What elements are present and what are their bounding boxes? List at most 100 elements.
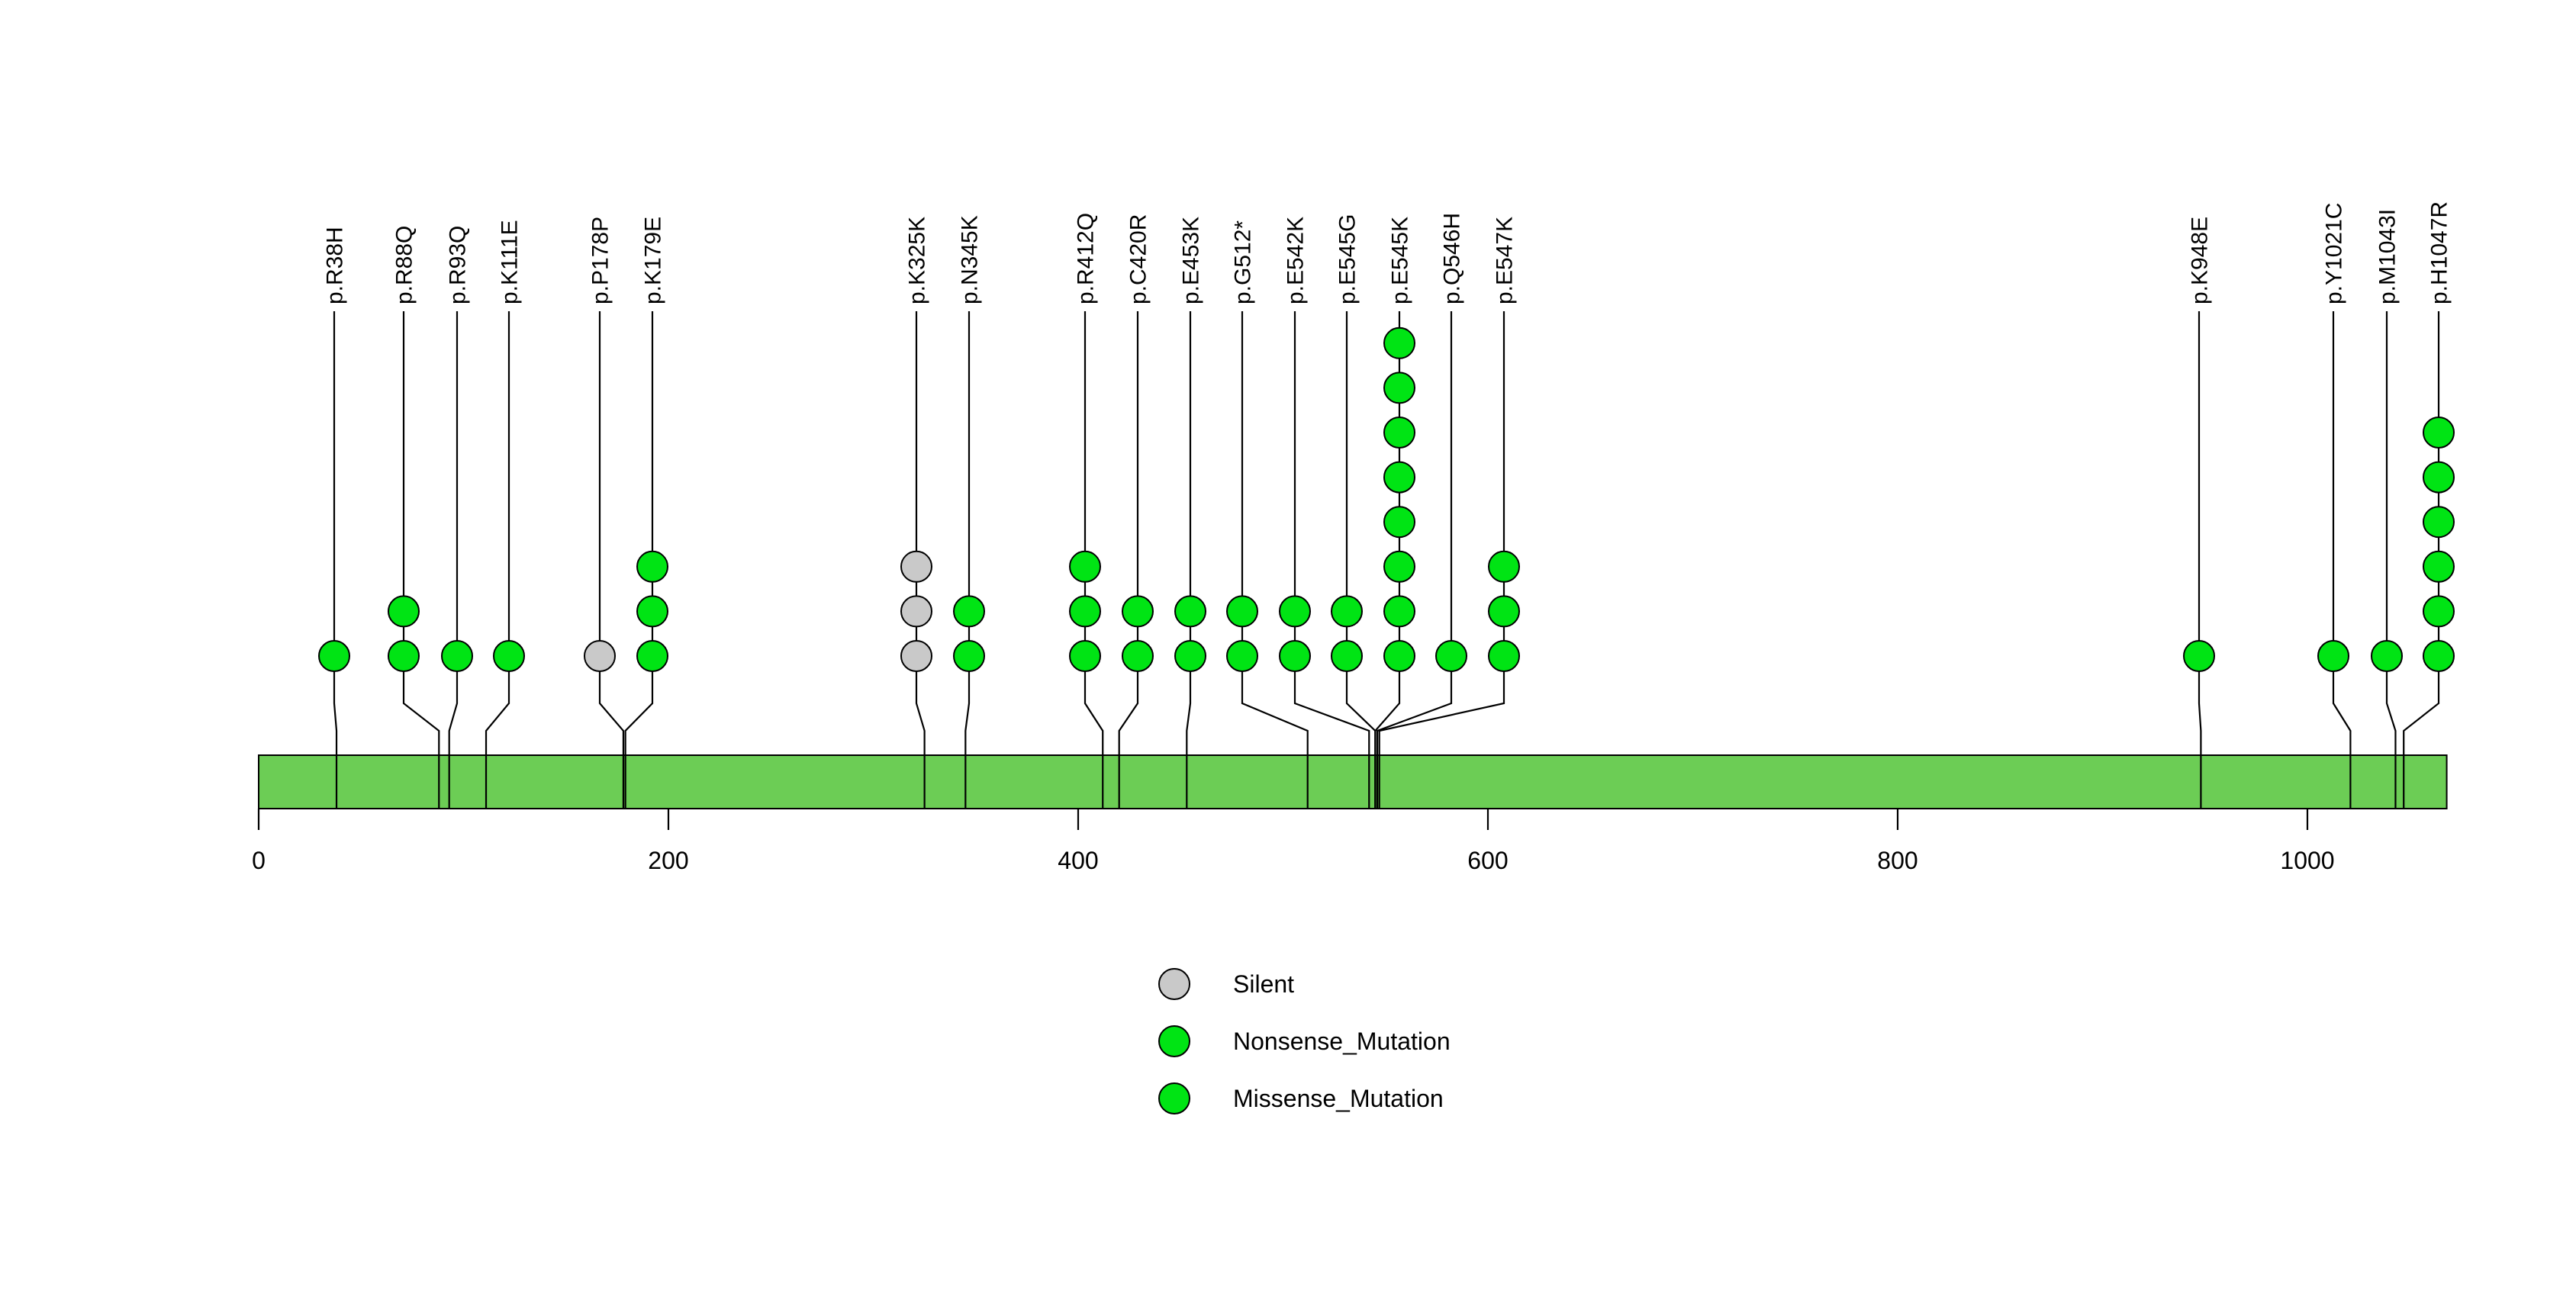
mutation-circle <box>900 550 932 583</box>
mutation-circle <box>2317 640 2349 672</box>
mutation-circle <box>1383 326 1415 359</box>
mutation-circle <box>388 595 420 628</box>
axis-tick-label: 1000 <box>2280 847 2334 874</box>
legend-label: Silent <box>1233 970 1294 998</box>
mutation-circle <box>2423 595 2455 628</box>
circles-layer <box>318 326 2455 672</box>
mutation-circle <box>318 640 350 672</box>
mutation-circle <box>1383 417 1415 449</box>
mutation-stem <box>1345 311 1377 809</box>
mutation-stem <box>1186 311 1192 809</box>
mutation-label: p.C420R <box>1126 214 1151 304</box>
mutation-circle <box>1279 640 1311 672</box>
mutation-circle <box>1383 550 1415 583</box>
mutation-label: p.Q546H <box>1440 213 1465 304</box>
mutation-label: p.H1047R <box>2427 201 2452 304</box>
mutation-label: p.E453K <box>1179 217 1204 304</box>
axis-tick-label: 800 <box>1877 847 1918 874</box>
mutation-stem <box>448 311 459 809</box>
legend-label: Nonsense_Mutation <box>1233 1028 1451 1055</box>
mutation-stem <box>624 311 654 809</box>
mutation-circle <box>1069 640 1101 672</box>
mutation-circle <box>2423 417 2455 449</box>
mutation-circle <box>1383 640 1415 672</box>
mutation-circle <box>953 640 985 672</box>
mutation-circle <box>1069 595 1101 628</box>
mutation-label: p.M1043I <box>2375 209 2401 304</box>
mutation-circle <box>1226 595 1258 628</box>
mutation-label: p.E542K <box>1283 217 1309 304</box>
mutation-circle <box>1435 640 1467 672</box>
mutation-circle <box>2183 640 2215 672</box>
mutation-circle <box>493 640 525 672</box>
legend-swatch-silent <box>1158 968 1190 1000</box>
mutation-stem <box>1118 311 1139 809</box>
mutation-circle <box>1331 640 1363 672</box>
mutation-circle <box>1383 506 1415 539</box>
mutation-label: p.E547K <box>1492 217 1518 304</box>
mutation-circle <box>1174 640 1206 672</box>
mutation-circle <box>1488 595 1520 628</box>
mutation-stem <box>964 311 971 809</box>
mutation-circle <box>584 640 616 672</box>
mutation-label: p.K179E <box>641 217 666 304</box>
mutation-circle <box>1331 595 1363 628</box>
mutation-circle <box>900 640 932 672</box>
legend-swatch-missense_mutation <box>1158 1082 1190 1114</box>
mutation-stem <box>915 311 926 809</box>
mutation-circle <box>2423 640 2455 672</box>
mutation-circle <box>1383 595 1415 628</box>
labels-layer: p.R38H p.R88Q p.R93Q p.K111E p.P178P p.K179E p… <box>323 201 2452 304</box>
mutation-stem <box>1378 311 1505 809</box>
mutation-label: p.R412Q <box>1074 213 1099 304</box>
mutation-circle <box>1226 640 1258 672</box>
mutation-stem <box>333 311 338 809</box>
mutation-stem <box>2385 311 2397 809</box>
mutation-circle <box>1488 640 1520 672</box>
mutation-circle <box>1488 550 1520 583</box>
mutation-label: p.Y1021C <box>2322 203 2347 304</box>
mutation-label: p.K325K <box>905 217 930 304</box>
mutation-stem <box>598 311 625 809</box>
mutation-circle <box>1122 640 1154 672</box>
mutation-label: p.P178P <box>588 217 613 304</box>
axis-tick-label: 200 <box>648 847 688 874</box>
mutation-circle <box>1069 550 1101 583</box>
mutation-circle <box>388 640 420 672</box>
mutation-label: p.R93Q <box>446 226 471 304</box>
mutation-label: p.E545K <box>1388 217 1413 304</box>
mutation-circle <box>2423 461 2455 494</box>
axis-tick-label: 0 <box>252 847 266 874</box>
mutation-stem <box>1241 311 1309 809</box>
mutation-circle <box>2423 550 2455 583</box>
mutation-label: p.K948E <box>2188 217 2213 304</box>
axis-tick-label: 400 <box>1058 847 1098 874</box>
mutation-label: p.R88Q <box>392 226 417 304</box>
mutation-stem <box>1084 311 1104 809</box>
axis-tick-label: 600 <box>1467 847 1508 874</box>
mutation-circle <box>953 595 985 628</box>
mutation-circle <box>1122 595 1154 628</box>
mutation-circle <box>1383 461 1415 494</box>
mutation-circle <box>636 595 668 628</box>
legend-swatch-nonsense_mutation <box>1158 1025 1190 1057</box>
mutation-label: p.G512* <box>1231 220 1256 304</box>
mutation-circle <box>441 640 473 672</box>
mutation-label: p.R38H <box>323 227 348 304</box>
mutation-circle <box>1174 595 1206 628</box>
x-axis: 0 200 400 600 800 1000 <box>252 809 2335 874</box>
mutation-label: p.E545G <box>1335 214 1360 304</box>
mutation-stem <box>2332 311 2352 809</box>
mutation-circle <box>1383 371 1415 404</box>
mutation-label: p.N345K <box>958 215 983 304</box>
legend-label: Missense_Mutation <box>1233 1085 1444 1112</box>
gene-body-bar <box>258 754 2448 809</box>
mutation-stem <box>2198 311 2202 809</box>
mutation-stem <box>1376 311 1453 809</box>
mutation-label: p.K111E <box>497 220 523 304</box>
mutation-stem <box>1293 311 1370 809</box>
mutation-circle <box>2423 506 2455 539</box>
